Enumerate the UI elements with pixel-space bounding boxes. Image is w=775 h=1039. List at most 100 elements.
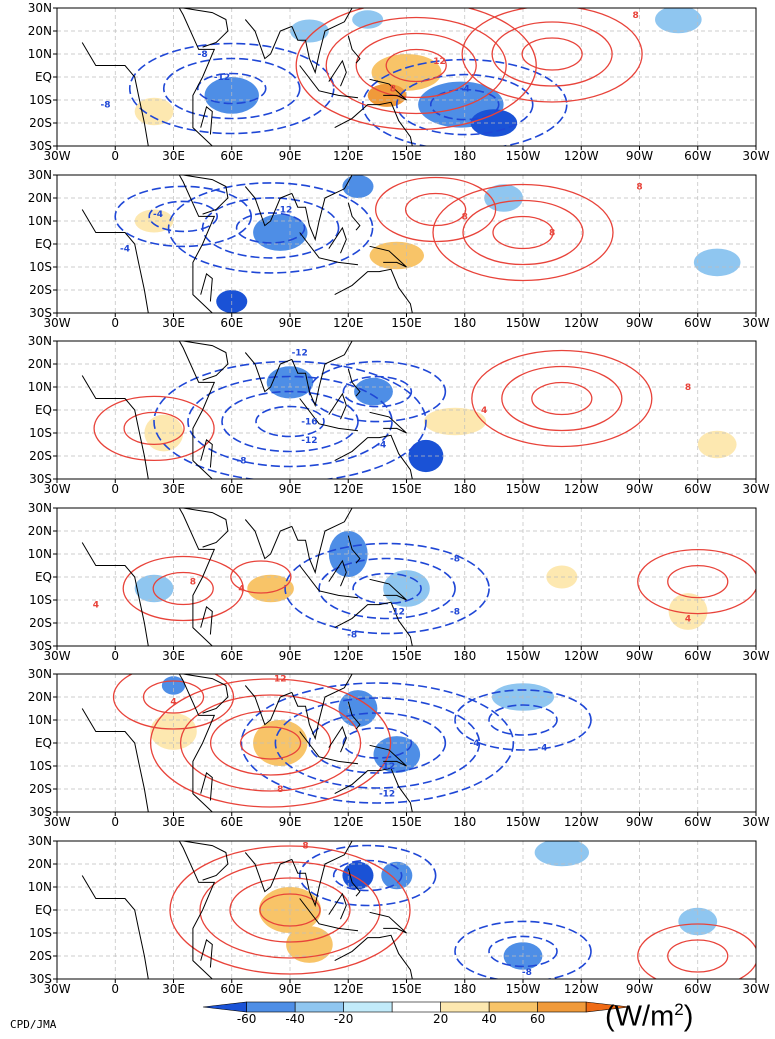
latitude-tick-label: 10S bbox=[29, 260, 52, 274]
contour-value-label: -4 bbox=[153, 210, 163, 220]
coastline bbox=[347, 202, 361, 231]
coastline bbox=[334, 601, 413, 646]
positive-contour-line bbox=[471, 349, 653, 448]
coastline bbox=[81, 42, 149, 146]
longitude-tick-label: 150E bbox=[391, 149, 422, 163]
coastline bbox=[183, 674, 229, 714]
latitude-tick-label: 20S bbox=[29, 616, 52, 630]
colorbar-segment bbox=[440, 1001, 490, 1013]
anomaly-shading-patch bbox=[342, 175, 374, 198]
contour-value-label: 8 bbox=[462, 212, 468, 222]
longitude-tick-label: 90W bbox=[626, 649, 653, 663]
latitude-tick-label: 20S bbox=[29, 116, 52, 130]
longitude-tick-label: 30W bbox=[43, 482, 70, 496]
contour-value-label: -8 bbox=[101, 101, 111, 111]
coastline bbox=[81, 875, 149, 979]
anomaly-shading-patch bbox=[247, 574, 294, 603]
anomaly-shading-patch bbox=[352, 10, 384, 29]
negative-contour-line bbox=[148, 200, 219, 233]
coastline bbox=[244, 852, 293, 893]
positive-contour-line bbox=[179, 694, 362, 792]
coastline bbox=[328, 892, 347, 920]
units-close: ) bbox=[683, 1000, 694, 1033]
negative-contour-line bbox=[235, 212, 306, 244]
positive-contour-line bbox=[93, 395, 215, 462]
longitude-tick-label: 30W bbox=[43, 149, 70, 163]
latitude-tick-label: 30N bbox=[28, 667, 52, 681]
longitude-tick-label: 90W bbox=[626, 482, 653, 496]
coastline bbox=[328, 392, 347, 420]
positive-contour-line bbox=[142, 680, 205, 714]
negative-contour-line bbox=[255, 405, 325, 438]
longitude-tick-label: 120E bbox=[333, 149, 364, 163]
longitude-tick-label: 90W bbox=[626, 982, 653, 996]
anomaly-shading-patch bbox=[534, 841, 590, 867]
latitude-tick-label: 30N bbox=[28, 501, 52, 515]
panel-background bbox=[57, 841, 756, 979]
latitude-tick-label: 20S bbox=[29, 449, 52, 463]
longitude-tick-label: 30E bbox=[162, 815, 185, 829]
colorbar-tick-label: -60 bbox=[237, 1012, 257, 1026]
contour-value-label: -12 bbox=[276, 206, 292, 216]
anomaly-shading-patch bbox=[354, 377, 393, 406]
longitude-tick-label: 30E bbox=[162, 316, 185, 330]
contour-value-label: 8 bbox=[277, 785, 283, 795]
coastline bbox=[178, 341, 216, 479]
coastline bbox=[347, 701, 361, 730]
coastline bbox=[200, 939, 213, 968]
longitude-tick-label: 60E bbox=[220, 649, 243, 663]
anomaly-shading-patch bbox=[369, 241, 424, 270]
longitude-tick-label: 180 bbox=[453, 982, 476, 996]
colorbar-low-extension bbox=[202, 1001, 247, 1013]
coastline bbox=[183, 341, 229, 381]
longitude-tick-label: 150E bbox=[391, 982, 422, 996]
longitude-tick-label: 150W bbox=[506, 815, 541, 829]
coastline bbox=[328, 559, 347, 587]
coastline bbox=[244, 352, 293, 393]
coastline bbox=[200, 273, 213, 302]
longitude-tick-label: 90E bbox=[279, 815, 302, 829]
contour-value-label: 4 bbox=[238, 585, 244, 595]
coastline bbox=[299, 565, 359, 599]
longitude-tick-label: 60W bbox=[684, 649, 711, 663]
latitude-tick-label: 20N bbox=[28, 524, 52, 538]
contour-value-label: -4 bbox=[376, 441, 386, 451]
contour-value-label: -8 bbox=[450, 608, 460, 618]
latitude-tick-label: 20N bbox=[28, 191, 52, 205]
positive-contour-line bbox=[385, 48, 447, 83]
latitude-tick-label: 20N bbox=[28, 857, 52, 871]
negative-contour-line bbox=[395, 73, 534, 136]
longitude-tick-label: 0 bbox=[111, 815, 119, 829]
coastline bbox=[369, 245, 407, 268]
positive-contour-line bbox=[355, 32, 477, 99]
contour-value-label: -16 bbox=[301, 418, 317, 428]
coastline bbox=[347, 35, 361, 64]
colorbar-segment bbox=[537, 1001, 587, 1013]
coastline bbox=[291, 674, 353, 741]
coastline bbox=[299, 898, 359, 932]
coastline bbox=[299, 731, 359, 765]
contour-value-label: -12 bbox=[301, 436, 317, 446]
coastline bbox=[334, 268, 413, 313]
coastline bbox=[291, 8, 353, 75]
coastline bbox=[200, 439, 213, 468]
longitude-tick-label: 60E bbox=[220, 149, 243, 163]
contour-value-label: 8 bbox=[390, 85, 396, 95]
positive-contour-line bbox=[492, 215, 554, 250]
negative-contour-line bbox=[128, 42, 335, 135]
coastline bbox=[178, 508, 216, 646]
colorbar-segment bbox=[391, 1001, 441, 1013]
longitude-tick-label: 120E bbox=[333, 482, 364, 496]
colorbar-segment bbox=[488, 1001, 538, 1013]
contour-value-label: -12 bbox=[214, 73, 230, 83]
contour-value-label: -4 bbox=[120, 245, 130, 255]
longitude-tick-label: 0 bbox=[111, 149, 119, 163]
latitude-tick-label: EQ bbox=[35, 570, 52, 584]
coastline bbox=[244, 186, 293, 227]
negative-contour-line bbox=[114, 185, 253, 248]
longitude-tick-label: 90E bbox=[279, 482, 302, 496]
